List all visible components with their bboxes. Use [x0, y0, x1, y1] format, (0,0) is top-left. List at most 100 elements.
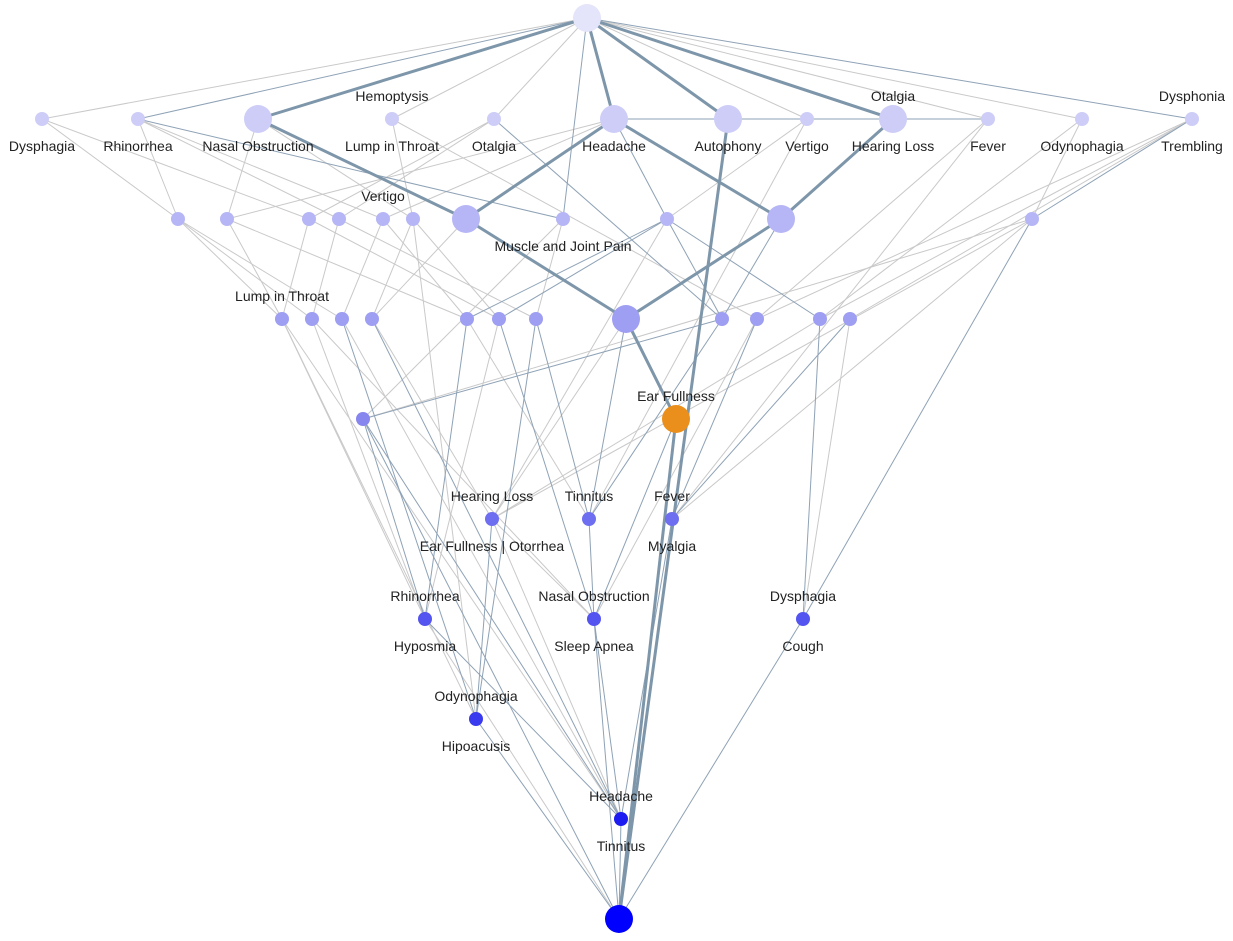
lattice-node[interactable]	[302, 212, 316, 226]
lattice-edge	[412, 218, 477, 720]
lattice-edge	[362, 418, 620, 920]
node-label-below: Vertigo	[785, 138, 829, 154]
lattice-edge	[613, 117, 782, 221]
lattice-node[interactable]	[1075, 112, 1089, 126]
lattice-edge	[371, 218, 414, 320]
lattice-edge	[586, 16, 894, 121]
lattice-node[interactable]	[469, 712, 483, 726]
lattice-node[interactable]	[1025, 212, 1039, 226]
lattice-edge	[588, 518, 595, 620]
lattice-edge	[617, 418, 678, 920]
lattice-edge	[41, 17, 588, 120]
lattice-edge	[226, 218, 468, 320]
lattice-node[interactable]	[485, 512, 499, 526]
lattice-edge	[371, 318, 493, 520]
lattice-node[interactable]	[376, 212, 390, 226]
lattice-edge	[666, 118, 808, 220]
lattice-node[interactable]	[131, 112, 145, 126]
lattice-node[interactable]	[843, 312, 857, 326]
lattice-edge	[849, 118, 1193, 320]
node-label-below: Lump in Throat	[345, 138, 439, 154]
lattice-node[interactable]	[879, 105, 907, 133]
lattice-edge	[465, 117, 615, 221]
lattice-edge	[671, 118, 989, 520]
lattice-node[interactable]	[418, 612, 432, 626]
lattice-edge	[382, 218, 468, 320]
lattice-node[interactable]	[600, 105, 628, 133]
lattice-node[interactable]	[981, 112, 995, 126]
lattice-node[interactable]	[665, 512, 679, 526]
lattice-node[interactable]	[605, 905, 633, 933]
node-label-above: Ear Fullness	[637, 388, 715, 404]
node-label-above: Otalgia	[871, 88, 916, 104]
lattice-edge	[308, 118, 495, 220]
lattice-node[interactable]	[556, 212, 570, 226]
lattice-node[interactable]	[452, 205, 480, 233]
lattice-node[interactable]	[813, 312, 827, 326]
lattice-node[interactable]	[332, 212, 346, 226]
node-label-below: Headache	[582, 138, 646, 154]
lattice-edge	[671, 318, 758, 520]
lattice-node[interactable]	[356, 412, 370, 426]
lattice-node[interactable]	[714, 105, 742, 133]
lattice-node[interactable]	[460, 312, 474, 326]
lattice-node[interactable]	[492, 312, 506, 326]
lattice-node[interactable]	[582, 512, 596, 526]
lattice-node[interactable]	[305, 312, 319, 326]
lattice-node[interactable]	[406, 212, 420, 226]
lattice-node[interactable]	[612, 305, 640, 333]
node-label-above: Tinnitus	[565, 488, 614, 504]
lattice-node[interactable]	[529, 312, 543, 326]
lattice-edge	[257, 117, 467, 221]
node-label-above: Hemoptysis	[355, 88, 428, 104]
lattice-edge	[802, 318, 851, 620]
lattice-edge	[802, 218, 1033, 620]
node-label-above: Dysphonia	[1159, 88, 1225, 104]
lattice-edge	[493, 118, 723, 320]
lattice-node[interactable]	[750, 312, 764, 326]
lattice-edge	[466, 218, 668, 320]
lattice-node[interactable]	[660, 212, 674, 226]
lattice-node[interactable]	[796, 612, 810, 626]
lattice-node[interactable]	[220, 212, 234, 226]
lattice-node[interactable]	[715, 312, 729, 326]
lattice-edge	[41, 118, 179, 220]
lattice-node[interactable]	[587, 612, 601, 626]
lattice-edge	[226, 118, 259, 220]
lattice-node[interactable]	[335, 312, 349, 326]
lattice-node[interactable]	[385, 112, 399, 126]
lattice-edge	[465, 217, 627, 321]
lattice-node[interactable]	[573, 4, 601, 32]
lattice-node[interactable]	[35, 112, 49, 126]
lattice-edge	[362, 318, 723, 420]
lattice-edge	[625, 217, 782, 321]
lattice-edge	[382, 118, 615, 220]
lattice-edge	[341, 318, 622, 820]
lattice-node-highlighted[interactable]	[662, 405, 690, 433]
lattice-edge	[535, 318, 590, 520]
lattice-edge	[613, 118, 668, 220]
lattice-edge	[588, 318, 723, 520]
lattice-edge	[624, 318, 678, 420]
lattice-node[interactable]	[614, 812, 628, 826]
lattice-edge	[226, 218, 283, 320]
lattice-edge	[562, 17, 588, 220]
lattice-edge	[311, 318, 426, 620]
lattice-edge	[41, 118, 310, 220]
lattice-node[interactable]	[487, 112, 501, 126]
lattice-node[interactable]	[171, 212, 185, 226]
lattice-edge	[491, 518, 595, 620]
lattice-edge	[257, 16, 588, 121]
lattice-node[interactable]	[275, 312, 289, 326]
lattice-node[interactable]	[1185, 112, 1199, 126]
lattice-edge	[498, 318, 595, 620]
lattice-node[interactable]	[365, 312, 379, 326]
lattice-node[interactable]	[767, 205, 795, 233]
lattice-node[interactable]	[800, 112, 814, 126]
lattice-node[interactable]	[244, 105, 272, 133]
lattice-edge	[311, 218, 340, 320]
lattice-edge	[137, 17, 588, 120]
lattice-edge	[721, 218, 782, 320]
lattice-edge	[586, 17, 808, 120]
